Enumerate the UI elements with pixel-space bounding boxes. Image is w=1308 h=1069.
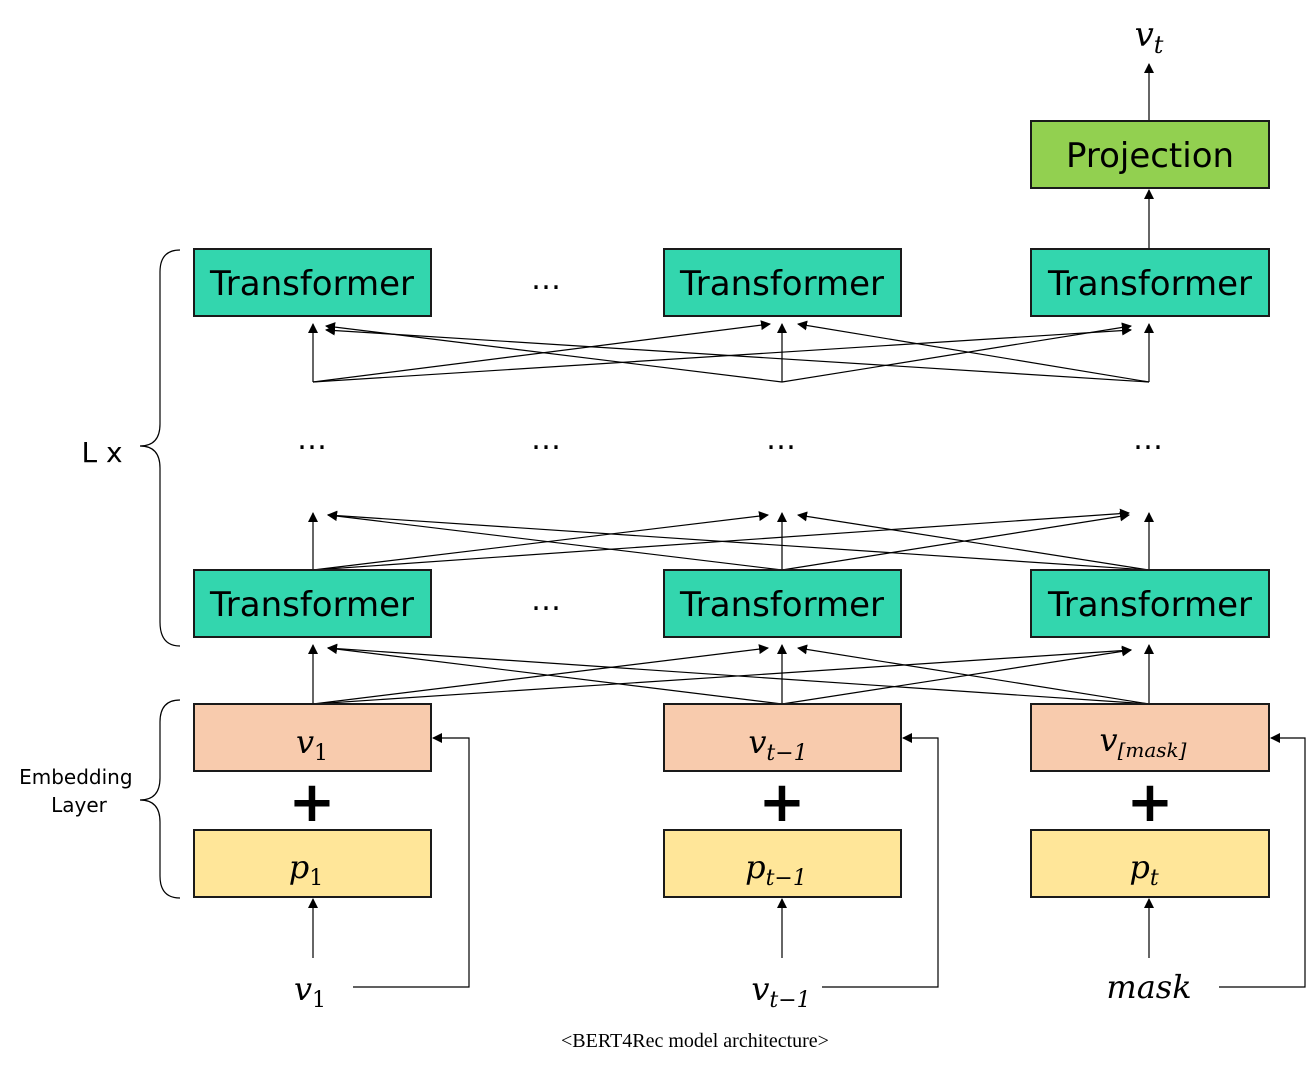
input-token-3: mask <box>1106 968 1191 1006</box>
arrow-17 <box>327 511 783 571</box>
arrow-27 <box>781 646 1132 705</box>
position-embedding-2-label: pt−1 <box>745 848 807 891</box>
ellipsis-bottom-row: … <box>531 583 563 618</box>
embedding-layer-brace <box>139 699 181 899</box>
arrow-7 <box>312 325 1132 383</box>
arrow-29 <box>797 644 1150 705</box>
projection-box <box>1030 120 1270 189</box>
output-label: vt <box>1135 15 1164 59</box>
item-embedding-2-label: vt−1 <box>748 723 807 766</box>
embedding-layer-label: Embedding Layer <box>19 765 139 817</box>
arrow-9 <box>781 322 1132 383</box>
transformer-top-1-label: Transformer <box>209 264 414 304</box>
ellipsis-top-row: … <box>531 262 563 297</box>
transformer-top-3 <box>1030 248 1270 317</box>
transformer-bottom-1-label: Transformer <box>209 585 414 625</box>
transformer-top-2 <box>663 248 902 317</box>
plus-sign-1: + <box>289 770 336 835</box>
transformer-top-2-label: Transformer <box>679 264 884 304</box>
item-embedding-1-label: v1 <box>296 723 328 766</box>
arrow-18 <box>781 511 1130 571</box>
arrow-28 <box>327 643 1150 705</box>
layer-repeat-label: L x <box>81 436 122 469</box>
arrow-19 <box>327 510 1150 571</box>
arrow-10 <box>325 325 1150 383</box>
bypass-arrow-34 <box>822 733 939 988</box>
arrow-25 <box>312 645 1132 705</box>
ellipsis-middle-3: … <box>766 422 798 457</box>
transformer-bottom-3 <box>1030 569 1270 638</box>
arrow-26 <box>327 644 783 705</box>
figure-caption: <BERT4Rec model architecture> <box>561 1030 829 1052</box>
projection-label: Projection <box>1066 136 1234 176</box>
position-embedding-1 <box>193 829 432 898</box>
bypass-arrow-35 <box>1219 733 1306 988</box>
position-embedding-3 <box>1030 829 1270 898</box>
ellipsis-middle-2: … <box>531 422 563 457</box>
arrow-24 <box>312 644 769 705</box>
plus-sign-3: + <box>1127 770 1174 835</box>
ellipsis-middle-1: … <box>297 422 329 457</box>
bypass-arrow-33 <box>353 733 470 988</box>
arrow-15 <box>312 511 769 571</box>
connector-arrows <box>308 63 1306 988</box>
position-embedding-1-label: p1 <box>289 848 323 891</box>
transformer-bottom-2 <box>663 569 902 638</box>
position-embedding-3-label: pt <box>1129 848 1158 891</box>
layer-repeat-brace <box>139 249 181 647</box>
ellipsis-middle-4: … <box>1133 422 1165 457</box>
transformer-bottom-3-label: Transformer <box>1047 585 1252 625</box>
item-embedding-1 <box>193 703 432 772</box>
arrow-11 <box>797 320 1150 383</box>
position-embedding-2 <box>663 829 902 898</box>
transformer-top-3-label: Transformer <box>1047 264 1252 304</box>
transformer-bottom-1 <box>193 569 432 638</box>
transformer-top-1 <box>193 248 432 317</box>
input-token-1: v1 <box>294 970 326 1013</box>
arrow-20 <box>797 511 1150 571</box>
input-token-2: vt−1 <box>751 970 810 1013</box>
item-embedding-3 <box>1030 703 1270 772</box>
transformer-bottom-2-label: Transformer <box>679 585 884 625</box>
item-embedding-2 <box>663 703 902 772</box>
plus-sign-2: + <box>759 770 806 835</box>
item-embedding-3-label: v[mask] <box>1100 721 1187 762</box>
